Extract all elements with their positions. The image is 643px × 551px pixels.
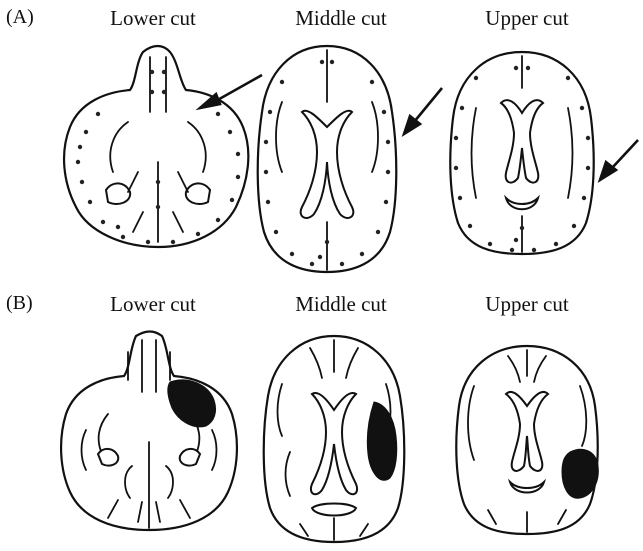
panel-a-upper-cut-title: Upper cut [442, 6, 612, 31]
panel-a-middle-cut-title: Middle cut [256, 6, 426, 31]
panel-a-upper-cut-arrow [596, 138, 642, 184]
panel-b-label: (B) [6, 292, 33, 315]
panel-a-lower-cut-title: Lower cut [68, 6, 238, 31]
panel-b-upper-cut-title: Upper cut [442, 292, 612, 317]
panel-a-label: (A) [6, 6, 34, 29]
panel-b-upper-cut-brain-schematic [452, 342, 602, 538]
panel-a-middle-cut-brain-atlas [252, 42, 402, 274]
panel-b-lower-cut-brain-schematic [58, 330, 240, 535]
panel-b-middle-cut-title: Middle cut [256, 292, 426, 317]
panel-a-upper-cut-brain-atlas [446, 48, 598, 258]
panel-a-middle-cut-arrow [398, 86, 448, 136]
panel-b-lower-cut-title: Lower cut [68, 292, 238, 317]
panel-b-middle-cut-brain-schematic [260, 332, 408, 544]
